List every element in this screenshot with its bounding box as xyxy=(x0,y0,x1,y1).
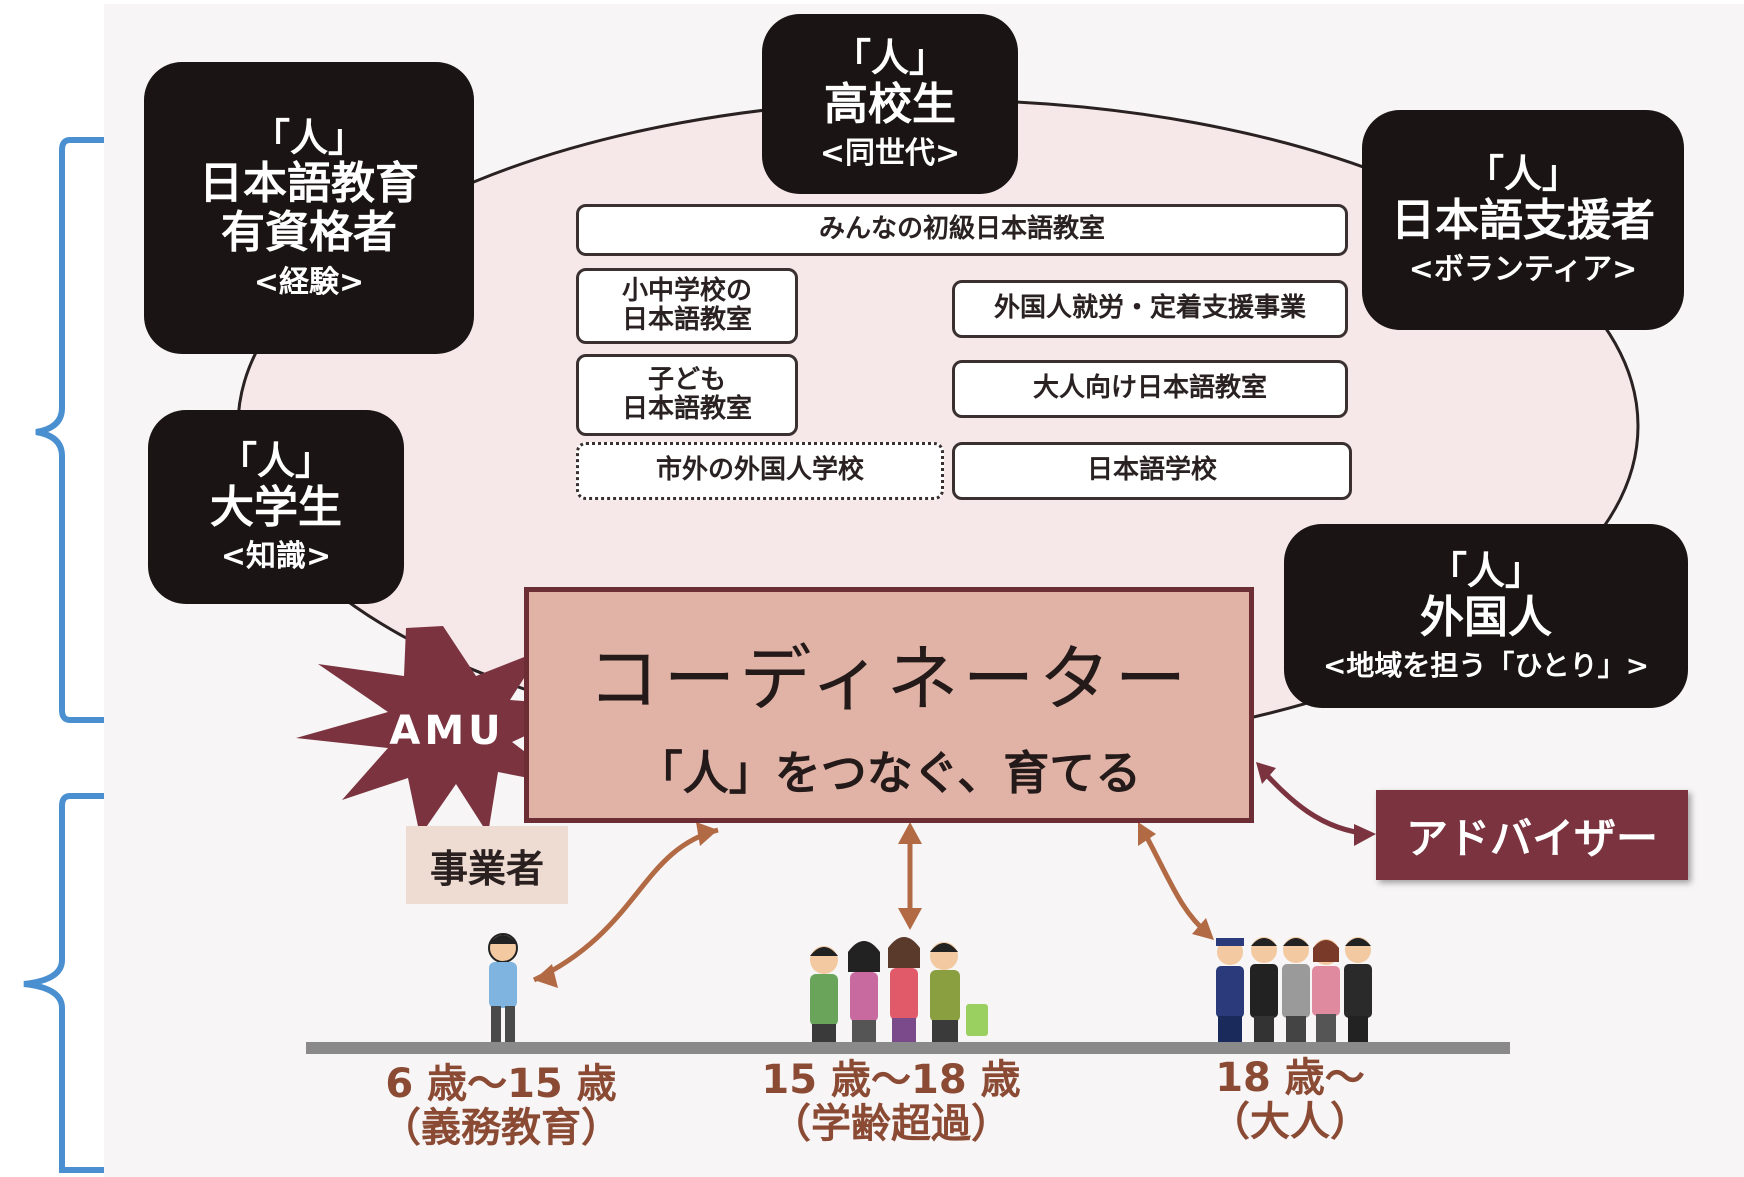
person-role: 外国人 xyxy=(1420,591,1552,643)
amu-label: AMU xyxy=(389,708,505,754)
person-subtitle: <同世代> xyxy=(819,136,961,172)
arrow-adult xyxy=(1141,830,1210,936)
person-box-japanese-supporter: 「人」 日本語支援者 <ボランティア> xyxy=(1362,110,1684,330)
age-label-adult: 18 歳～ （大人） xyxy=(1190,1056,1390,1144)
timeline-bar xyxy=(306,1042,1510,1054)
person-quote: 「人」 xyxy=(1428,549,1543,594)
person-box-high-school-student: 「人」 高校生 <同世代> xyxy=(762,14,1018,194)
person-quote: 「人」 xyxy=(218,439,333,484)
class-foreign-school: 市外の外国人学校 xyxy=(576,442,944,500)
age-range: 18 歳～ xyxy=(1215,1055,1365,1101)
age-group: （義務教育） xyxy=(381,1105,621,1151)
coordinator-subtitle: 「人」をつなぐ、育てる xyxy=(636,746,1142,800)
adult-figures xyxy=(1216,937,1372,1042)
amu-burst xyxy=(296,626,590,836)
class-japanese-school: 日本語学校 xyxy=(952,442,1352,500)
person-box-university-student: 「人」 大学生 <知識> xyxy=(148,410,404,604)
age-group: （大人） xyxy=(1210,1099,1370,1145)
coordinator-title: コーディネーター xyxy=(587,637,1191,721)
arrow-child xyxy=(532,827,719,983)
class-minna-beginner: みんなの初級日本語教室 xyxy=(576,204,1348,256)
person-role: 高校生 xyxy=(824,78,956,130)
person-quote: 「人」 xyxy=(832,36,947,81)
person-role: 日本語支援者 xyxy=(1391,194,1655,246)
advisor-box: アドバイザー xyxy=(1376,790,1688,880)
person-subtitle: <ボランティア> xyxy=(1408,252,1638,288)
arrowheads xyxy=(534,762,1376,988)
lower-bracket xyxy=(23,793,104,1173)
person-quote: 「人」 xyxy=(1465,152,1580,197)
person-role: 日本語教育 有資格者 xyxy=(199,158,419,259)
person-box-foreigner: 「人」 外国人 <地域を担う「ひとり」> xyxy=(1284,524,1688,708)
coordinator-box: コーディネーター 「人」をつなぐ、育てる xyxy=(524,587,1254,823)
operator-label: 事業者 xyxy=(406,826,568,904)
age-group: （学齢超過） xyxy=(771,1101,1011,1147)
person-subtitle: <地域を担う「ひとり」> xyxy=(1322,649,1650,683)
age-range: 15 歳～18 歳 xyxy=(761,1057,1021,1103)
class-children: 子ども 日本語教室 xyxy=(576,354,798,436)
person-quote: 「人」 xyxy=(251,115,366,160)
person-role: 大学生 xyxy=(210,481,342,533)
age-range: 6 歳～15 歳 xyxy=(385,1061,617,1107)
arrow-advisor xyxy=(1260,768,1371,837)
person-box-japanese-teacher: 「人」 日本語教育 有資格者 <経験> xyxy=(144,62,474,354)
person-subtitle: <知識> xyxy=(220,539,332,575)
upper-bracket xyxy=(35,137,104,723)
student-figures xyxy=(810,937,988,1042)
child-figure xyxy=(488,933,518,1042)
age-label-compulsory: 6 歳～15 歳 （義務教育） xyxy=(366,1062,636,1150)
person-subtitle: <経験> xyxy=(253,264,365,300)
class-adult: 大人向け日本語教室 xyxy=(952,360,1348,418)
class-foreign-employment: 外国人就労・定着支援事業 xyxy=(952,280,1348,338)
class-elementary-middle: 小中学校の 日本語教室 xyxy=(576,268,798,344)
age-label-over-school-age: 15 歳～18 歳 （学齢超過） xyxy=(746,1058,1036,1146)
